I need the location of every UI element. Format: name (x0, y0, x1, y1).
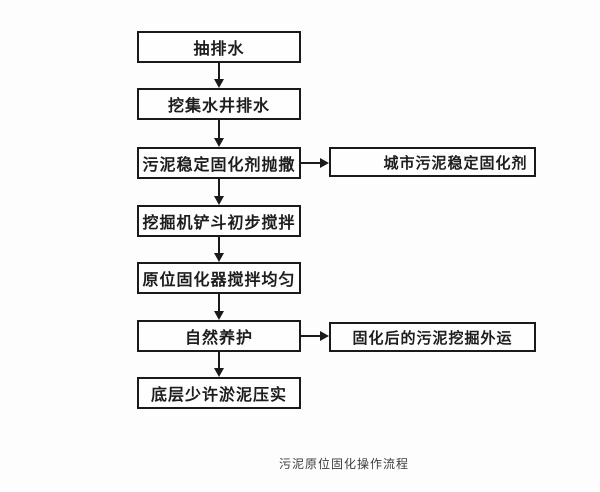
arrow-head-right-icon (320, 158, 329, 168)
flow-step-excavator-bucket-mixing: 挖掘机铲斗初步搅拌 (137, 205, 301, 237)
flow-step-spread-solidifier: 污泥稳定固化剂抛撒 (137, 147, 301, 179)
arrow-shaft (301, 162, 320, 164)
arrow-head-down-icon (214, 311, 224, 320)
arrow-down-6 (214, 352, 224, 377)
arrow-shaft (218, 294, 220, 311)
arrow-right-1 (301, 158, 329, 168)
branch-box-solidified-sludge-removal: 固化后的污泥挖掘外运 (329, 322, 536, 352)
flow-step-dig-sump-drainage: 挖集水井排水 (137, 88, 301, 120)
arrow-down-1 (214, 63, 224, 88)
arrow-down-3 (214, 179, 224, 205)
arrow-down-2 (214, 119, 224, 147)
arrow-shaft (218, 179, 220, 196)
arrow-shaft (218, 63, 220, 79)
arrow-head-down-icon (214, 253, 224, 262)
arrow-shaft (218, 352, 220, 368)
arrow-head-down-icon (214, 368, 224, 377)
arrow-head-down-icon (214, 138, 224, 147)
arrow-head-right-icon (320, 331, 329, 341)
arrow-down-5 (214, 294, 224, 320)
flow-step-insitu-solidifier-mixing: 原位固化器搅拌均匀 (137, 262, 301, 294)
arrow-right-2 (301, 331, 329, 341)
branch-box-urban-sludge-solidifier: 城市污泥稳定固化剂 (329, 147, 536, 177)
arrow-shaft (301, 335, 320, 337)
arrow-shaft (218, 237, 220, 253)
flow-step-natural-curing: 自然养护 (137, 320, 301, 352)
arrow-head-down-icon (214, 79, 224, 88)
flow-step-bottom-silt-compaction: 底层少许淤泥压实 (137, 377, 301, 409)
arrow-down-4 (214, 237, 224, 262)
diagram-caption: 污泥原位固化操作流程 (279, 457, 410, 471)
arrow-head-down-icon (214, 196, 224, 205)
flow-step-pump-drainage: 抽排水 (137, 31, 301, 63)
arrow-shaft (218, 119, 220, 138)
